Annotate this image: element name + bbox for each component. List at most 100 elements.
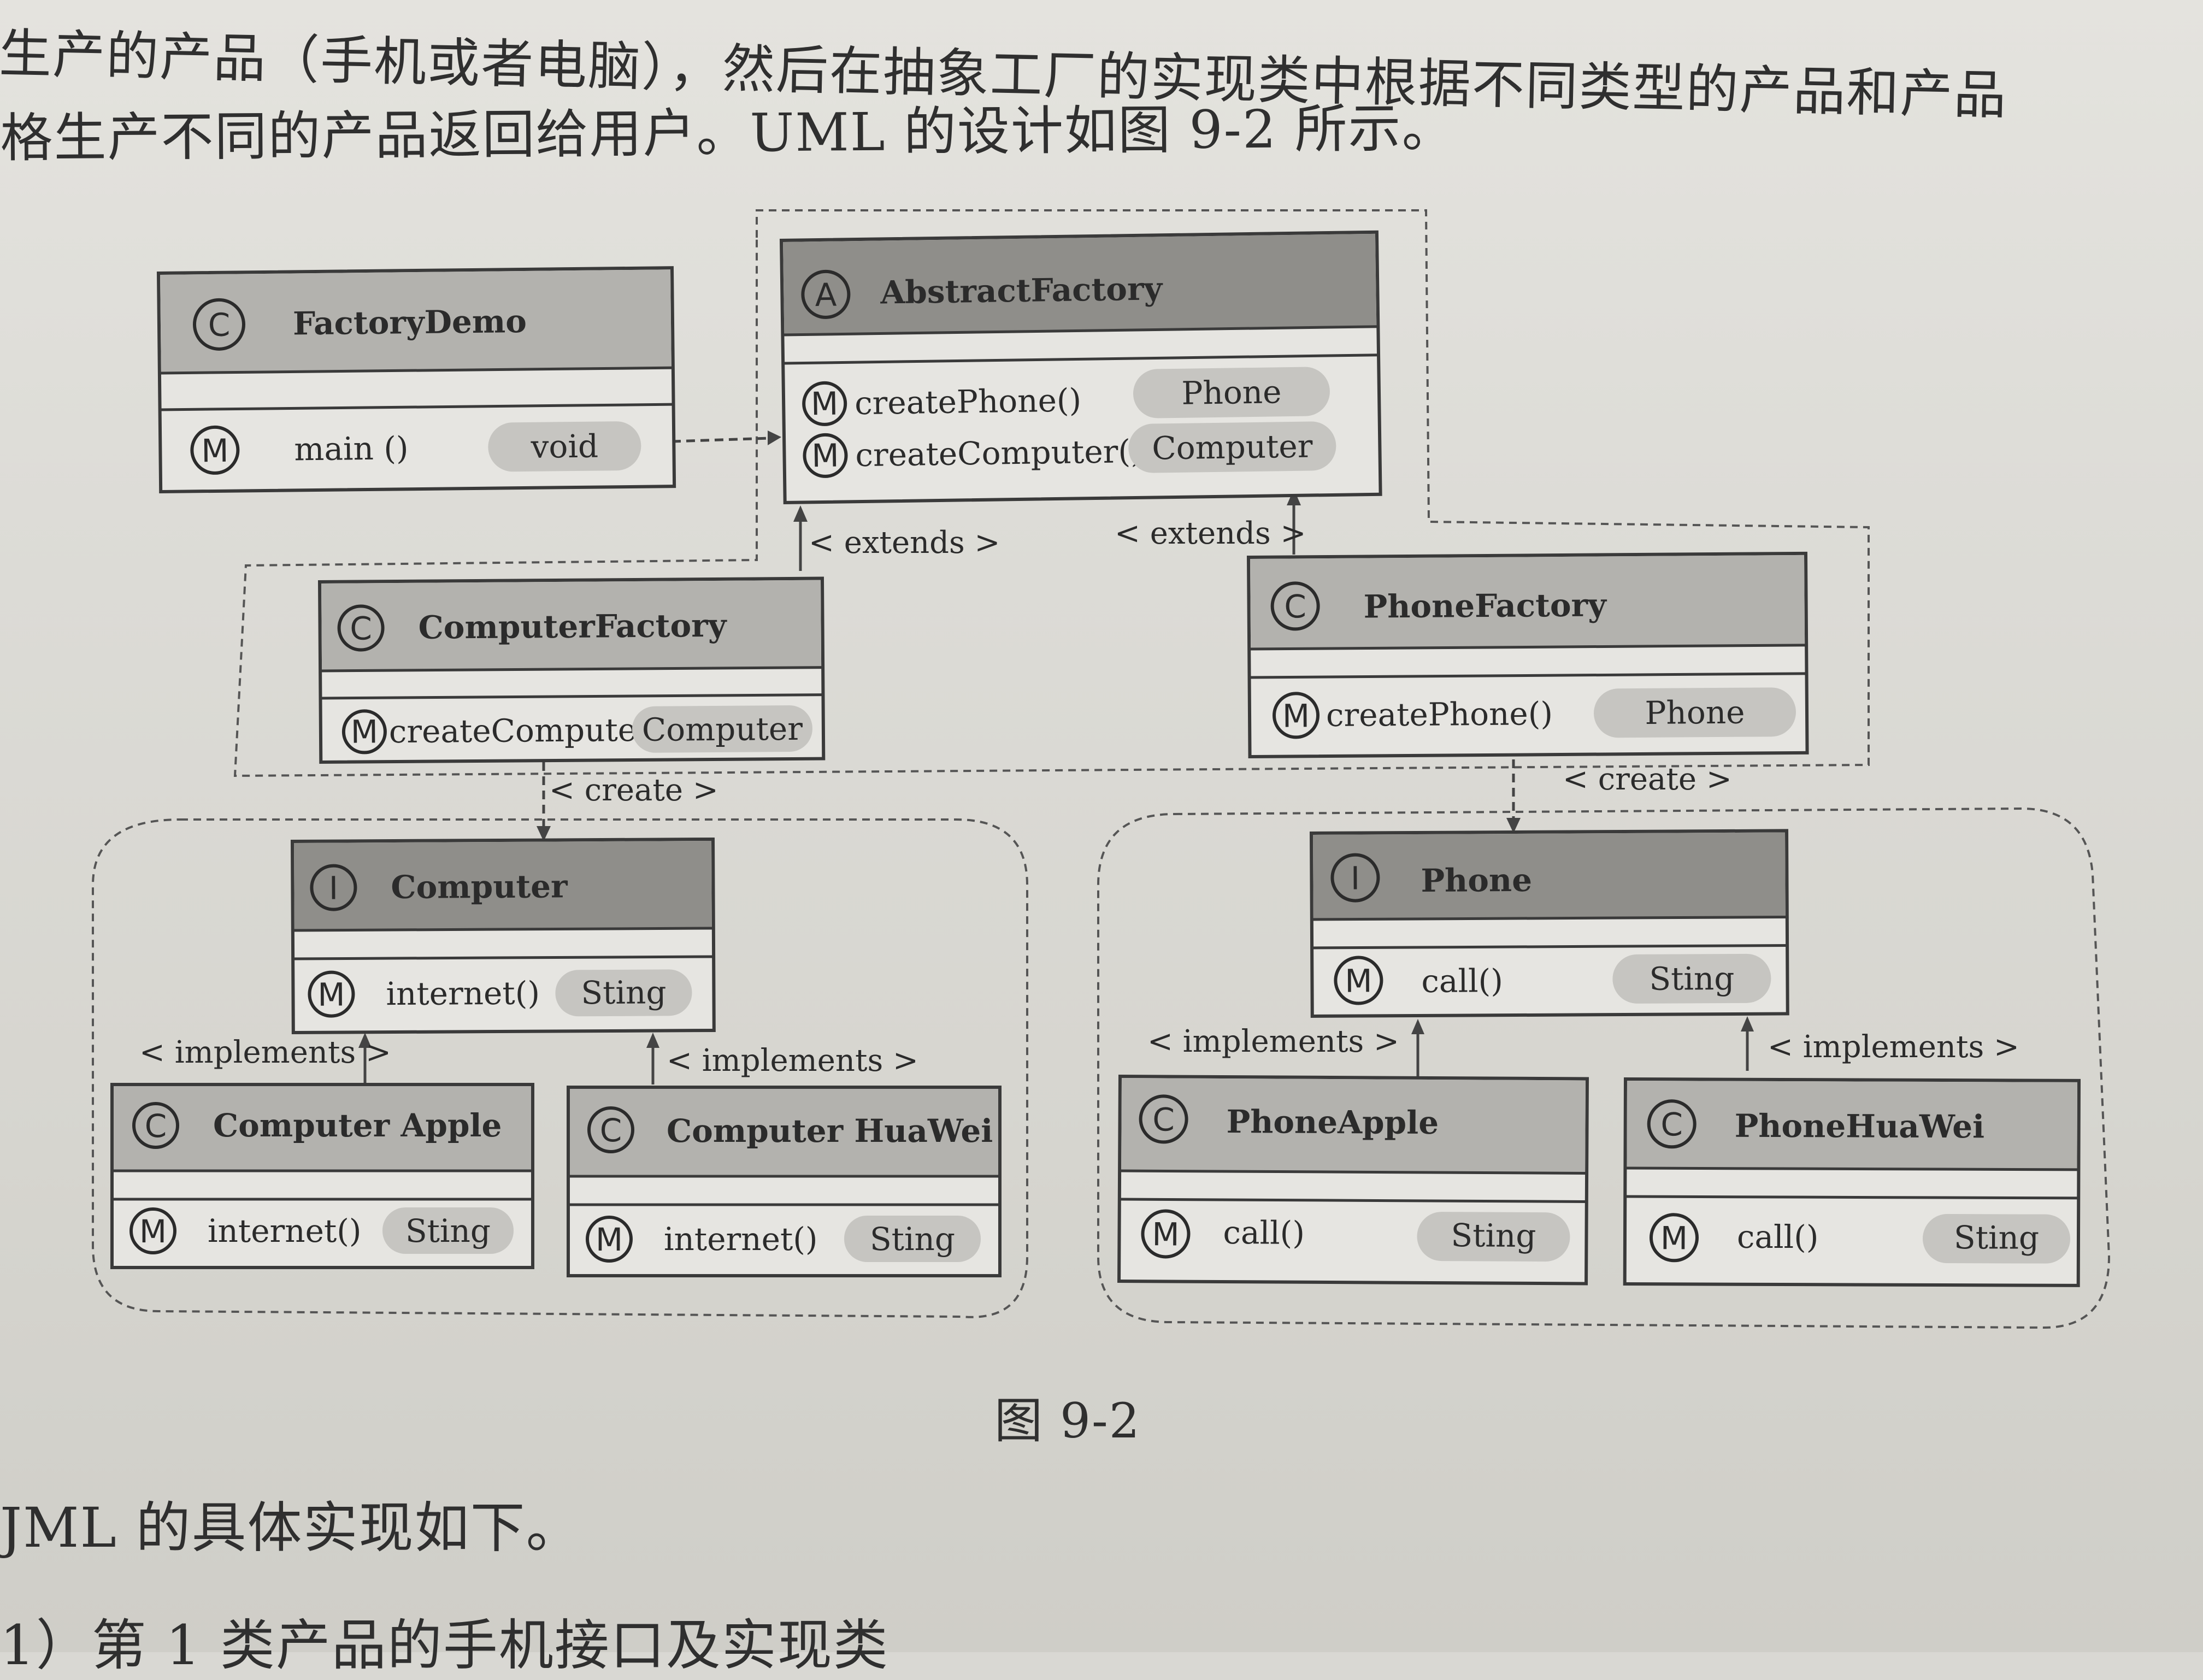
method-badge-letter: M xyxy=(1345,962,1372,999)
class-title: Computer xyxy=(391,868,568,906)
abstract-icon xyxy=(801,269,851,319)
method-icon xyxy=(802,381,847,426)
class-badge-letter: C xyxy=(1284,588,1306,625)
label-create-right: < create > xyxy=(1563,762,1732,797)
class-title: AbstractFactory xyxy=(880,270,1164,311)
class-phone-huawei: C PhoneHuaWei M call() Sting xyxy=(1623,1077,2081,1287)
method-icon xyxy=(190,425,240,475)
label-implements-ch: < implements > xyxy=(667,1043,918,1078)
method-return-type: Phone xyxy=(1181,373,1282,412)
class-icon xyxy=(587,1106,634,1153)
class-title: PhoneFactory xyxy=(1363,586,1607,625)
method-name: createComputer() xyxy=(855,433,1143,474)
class-badge-letter: C xyxy=(208,306,230,344)
method-badge-letter: M xyxy=(811,437,839,475)
dependency-line-demo-to-abstract xyxy=(671,437,771,443)
class-icon xyxy=(1139,1094,1188,1144)
class-icon xyxy=(337,604,385,652)
interface-icon xyxy=(310,864,357,911)
method-badge-letter: M xyxy=(1660,1219,1688,1257)
method-badge-letter: M xyxy=(811,385,839,423)
class-title: ComputerFactory xyxy=(418,607,728,646)
class-badge-letter: C xyxy=(1152,1101,1175,1138)
class-computer-factory: C ComputerFactory M createComputer() Com… xyxy=(317,576,826,764)
label-extends-left: < extends > xyxy=(809,525,1000,561)
method-name: internet() xyxy=(208,1212,362,1249)
method-return-type: void xyxy=(530,428,598,465)
phone-package-outline xyxy=(1097,807,2111,1329)
method-name: createPhone() xyxy=(1326,695,1553,734)
body-text-line-3: JML 的具体实现如下。 xyxy=(0,1496,582,1560)
method-icon xyxy=(1273,692,1320,739)
dependency-arrowhead xyxy=(768,431,781,445)
method-name: main () xyxy=(294,429,409,468)
figure-caption: 图 9-2 xyxy=(994,1393,1141,1449)
class-icon xyxy=(132,1102,179,1149)
method-icon xyxy=(1334,956,1383,1005)
class-title: Computer Apple xyxy=(213,1107,502,1144)
implements-arrowhead-ch xyxy=(646,1033,659,1048)
class-badge-letter: C xyxy=(145,1107,167,1145)
method-return-type: Sting xyxy=(1649,960,1734,998)
class-title: Phone xyxy=(1421,862,1532,899)
method-return-type: Computer xyxy=(642,710,803,748)
class-phone-factory: C PhoneFactory M createPhone() Phone xyxy=(1246,551,1809,759)
label-implements-pa: < implements > xyxy=(1147,1024,1399,1059)
class-computer-interface: I Computer M internet() Sting xyxy=(290,837,716,1035)
abstract-badge-letter: A xyxy=(815,276,837,314)
implements-arrowhead-ca xyxy=(358,1033,372,1048)
class-badge-letter: C xyxy=(600,1112,622,1149)
method-name: createPhone() xyxy=(855,381,1082,422)
method-icon xyxy=(1141,1209,1191,1259)
class-icon xyxy=(1270,581,1320,631)
method-badge-letter: M xyxy=(139,1213,167,1250)
method-icon xyxy=(803,433,848,478)
label-implements-ca: < implements > xyxy=(139,1035,391,1070)
method-icon xyxy=(1649,1213,1699,1263)
method-badge-letter: M xyxy=(1282,697,1310,734)
interface-icon xyxy=(1330,853,1380,903)
implements-arrowhead-pa xyxy=(1411,1019,1424,1034)
method-icon xyxy=(341,709,387,754)
computer-package-outline xyxy=(92,818,1028,1318)
method-badge-letter: M xyxy=(1152,1216,1179,1253)
interface-badge-letter: I xyxy=(329,870,338,907)
class-phone-interface: I Phone M call() Sting xyxy=(1309,829,1789,1018)
method-name: internet() xyxy=(386,975,540,1012)
factory-package-outline xyxy=(233,209,1870,777)
method-name: call() xyxy=(1737,1218,1819,1256)
class-abstract-factory: A AbstractFactory M createPhone() Phone … xyxy=(779,230,1382,504)
extends-arrowhead-left xyxy=(793,505,808,522)
label-create-left: < create > xyxy=(549,773,718,808)
method-badge-letter: M xyxy=(351,713,379,750)
method-badge-letter: M xyxy=(201,432,229,470)
class-title: PhoneApple xyxy=(1226,1103,1439,1141)
extends-arrowhead-right xyxy=(1287,489,1301,505)
class-title: FactoryDemo xyxy=(293,303,527,342)
method-return-type: Sting xyxy=(405,1212,491,1249)
method-name: createComputer() xyxy=(389,711,677,750)
class-computer-huawei: C Computer HuaWei M internet() Sting xyxy=(567,1086,1002,1277)
class-title: Computer HuaWei xyxy=(667,1112,993,1150)
label-implements-ph: < implements > xyxy=(1768,1029,2019,1065)
method-return-type: Sting xyxy=(1451,1217,1536,1254)
method-name: call() xyxy=(1421,962,1503,1000)
method-badge-letter: M xyxy=(317,976,345,1013)
method-icon xyxy=(129,1207,176,1254)
create-arrowhead-right xyxy=(1506,818,1521,833)
label-extends-right: < extends > xyxy=(1115,516,1306,551)
method-return-type: Phone xyxy=(1645,694,1745,732)
class-badge-letter: C xyxy=(1660,1106,1683,1143)
interface-badge-letter: I xyxy=(1351,860,1360,897)
method-badge-letter: M xyxy=(596,1221,623,1258)
class-title: PhoneHuaWei xyxy=(1735,1107,1985,1146)
method-return-type: Sting xyxy=(870,1221,955,1258)
body-text-line-4: 1）第 1 类产品的手机接口及实现类 xyxy=(0,1613,889,1677)
class-icon xyxy=(192,298,245,351)
method-icon xyxy=(308,970,355,1018)
class-badge-letter: C xyxy=(350,610,372,647)
method-name: internet() xyxy=(664,1221,818,1258)
method-name: call() xyxy=(1223,1214,1305,1252)
implements-arrowhead-ph xyxy=(1741,1016,1754,1031)
